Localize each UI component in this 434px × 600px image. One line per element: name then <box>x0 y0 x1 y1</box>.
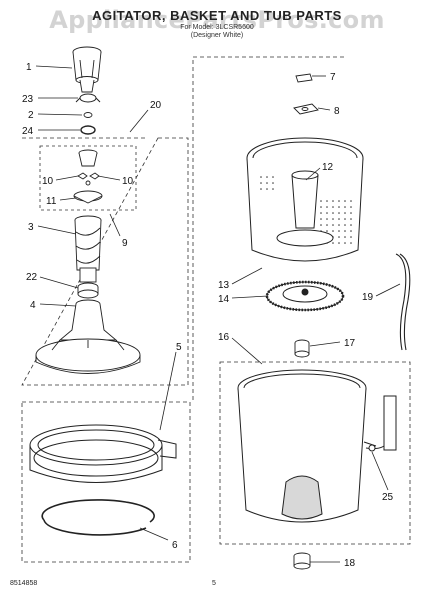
callout-9: 9 <box>122 238 128 249</box>
part-basket-nut-washer <box>295 73 313 83</box>
part-wash-basket <box>246 137 364 262</box>
callout-4: 4 <box>30 300 36 311</box>
part-auger <box>74 215 102 283</box>
part-agitator-cap <box>72 46 102 93</box>
callout-10-right: 10 <box>122 176 134 187</box>
group-box-cam-assembly <box>39 145 137 211</box>
part-basket-seal <box>265 280 345 312</box>
callout-12: 12 <box>322 162 334 173</box>
part-dogs <box>77 172 100 186</box>
leader-lines <box>35 65 401 563</box>
callout-24: 24 <box>22 126 34 137</box>
part-outer-tub <box>237 369 377 523</box>
part-drain-fitting <box>293 552 311 570</box>
callout-23: 23 <box>22 94 34 105</box>
part-cam-top <box>78 149 98 167</box>
part-agitator-base <box>35 299 141 374</box>
callout-20: 20 <box>150 100 162 111</box>
part-basket-drive-hub <box>293 103 319 115</box>
model-subtitle: For Model: 3LCSR5600 <box>180 24 254 31</box>
page-title: AGITATOR, BASKET AND TUB PARTS <box>92 8 342 23</box>
group-box-outer-tub <box>219 361 411 545</box>
callout-19: 19 <box>362 292 374 303</box>
page-number: 5 <box>212 580 216 587</box>
callout-18: 18 <box>344 558 356 569</box>
part-cam-base <box>73 190 103 204</box>
callout-14: 14 <box>218 294 230 305</box>
part-bearing <box>77 282 99 299</box>
callout-10-left: 10 <box>42 176 54 187</box>
part-snap-ring <box>41 499 155 536</box>
callout-22: 22 <box>26 272 38 283</box>
callout-16: 16 <box>218 332 230 343</box>
callout-3: 3 <box>28 222 34 233</box>
callout-13: 13 <box>218 280 230 291</box>
callout-5: 5 <box>176 342 182 353</box>
group-box-left-assembly <box>21 137 189 386</box>
watermark: AppliancePartsPros.com <box>49 6 385 34</box>
callout-11: 11 <box>46 196 57 207</box>
document-number: 8514858 <box>10 580 38 587</box>
group-box-tub-ring <box>21 401 191 563</box>
color-subtitle: (Designer White) <box>190 32 244 39</box>
part-tub-seal <box>294 339 310 358</box>
callout-6: 6 <box>172 540 178 551</box>
callout-25: 25 <box>382 492 394 503</box>
part-small-washer <box>83 112 93 118</box>
part-o-ring <box>80 125 96 135</box>
part-hose <box>365 395 397 452</box>
part-clip <box>75 93 101 103</box>
callout-8: 8 <box>334 106 340 117</box>
callout-17: 17 <box>344 338 356 349</box>
callout-2: 2 <box>28 110 34 121</box>
callout-1: 1 <box>26 62 32 73</box>
part-pressure-tube <box>395 253 411 351</box>
connector-dashed-line <box>192 56 345 400</box>
part-tub-ring <box>29 424 177 483</box>
callout-7: 7 <box>330 72 336 83</box>
